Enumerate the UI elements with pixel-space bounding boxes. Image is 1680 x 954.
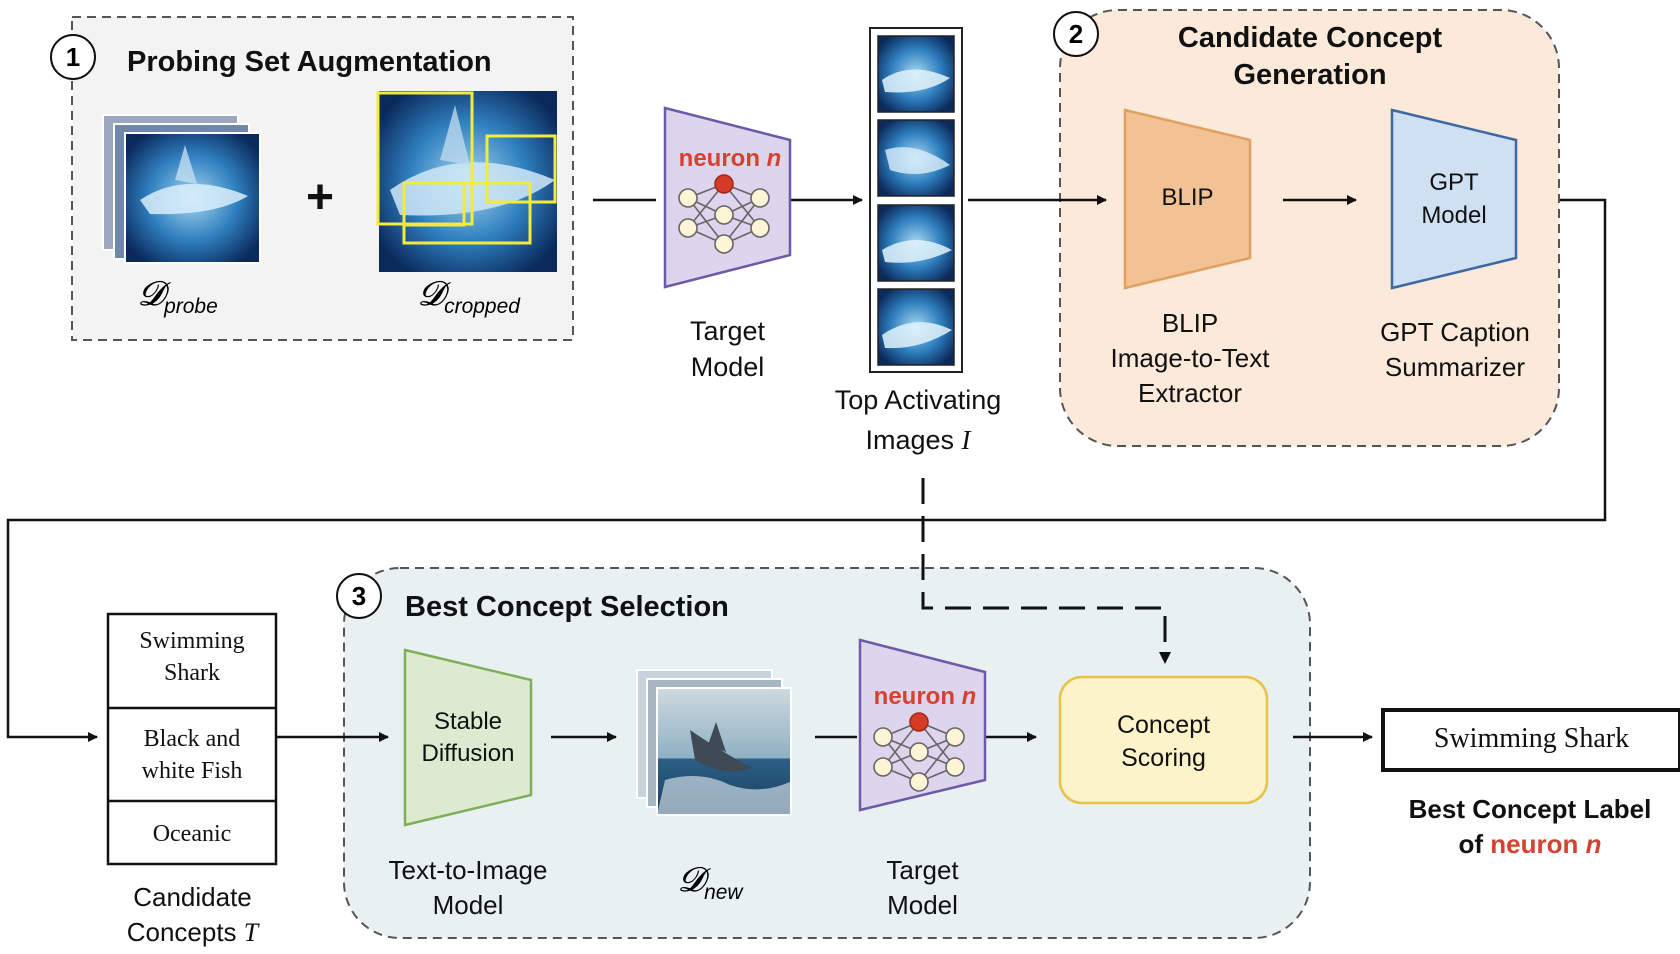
plus-sign: +	[305, 171, 335, 224]
step2-number-badge: 2	[1053, 11, 1099, 57]
blip-extractor-label: BLIP Image-to-Text Extractor	[1110, 308, 1270, 408]
neural-net-icon-top	[678, 174, 770, 254]
text-to-image-label: Text-to-Image Model	[388, 855, 548, 920]
candidate-concepts-label: Candidate Concepts T	[126, 882, 259, 947]
dashed-images-to-scoring	[921, 478, 1167, 660]
gpt-box-label: GPT Model	[1421, 169, 1487, 229]
blip-box-label: BLIP	[1161, 184, 1214, 211]
d-probe-subscript: probe	[164, 294, 218, 318]
d-new-symbol: 𝓓new	[678, 862, 743, 904]
top-activating-images-column	[869, 27, 963, 373]
d-probe-symbol: 𝓓probe	[138, 276, 218, 318]
step1-number-badge: 1	[50, 34, 96, 80]
d-cropped-symbol: 𝓓cropped	[418, 276, 520, 318]
gpt-shape	[1390, 108, 1518, 290]
best-concept-caption: Best Concept Label of neuron n	[1408, 794, 1652, 859]
dnew-image-stack	[636, 669, 792, 816]
candidate-concepts-table	[106, 612, 278, 866]
step1-title: Probing Set Augmentation	[127, 46, 492, 78]
neuron-label-bottom: neuron n	[873, 683, 977, 710]
candidate-item-1: Swimming Shark	[139, 628, 245, 686]
candidate-item-2: Black and white Fish	[141, 726, 243, 784]
top-activating-images-label: Top Activating IImages I	[834, 385, 1002, 455]
d-new-subscript: new	[704, 880, 743, 904]
neuron-label-top: neuron n	[678, 145, 782, 172]
step3-title: Best Concept Selection	[405, 591, 729, 623]
neural-net-icon-bottom	[873, 712, 965, 792]
arrow-gpt-to-candidates	[6, 198, 1607, 742]
best-concept-box	[1381, 708, 1680, 772]
probe-image-stack	[102, 114, 261, 264]
target-model-bottom-label: Target Model	[886, 855, 959, 920]
stable-diffusion-label: Stable Diffusion	[421, 708, 515, 767]
d-cropped-subscript: cropped	[444, 294, 520, 318]
blip-shape	[1123, 108, 1252, 290]
step2-title: Candidate Concept Generation	[1177, 22, 1443, 91]
stable-diffusion-shape	[403, 648, 533, 827]
concept-scoring-shape	[1058, 675, 1269, 805]
gpt-summarizer-label: GPT Caption Summarizer	[1380, 317, 1530, 382]
step3-number-badge: 3	[336, 573, 382, 619]
candidate-item-3: Oceanic	[152, 821, 232, 847]
target-model-top-label: Target Model	[689, 316, 766, 382]
best-concept-value: Swimming Shark	[1433, 723, 1630, 754]
concept-scoring-label: Concept Scoring	[1116, 711, 1211, 772]
step3-panel	[343, 567, 1311, 939]
target-model-top-shape	[663, 106, 792, 289]
cropped-image	[376, 91, 557, 272]
